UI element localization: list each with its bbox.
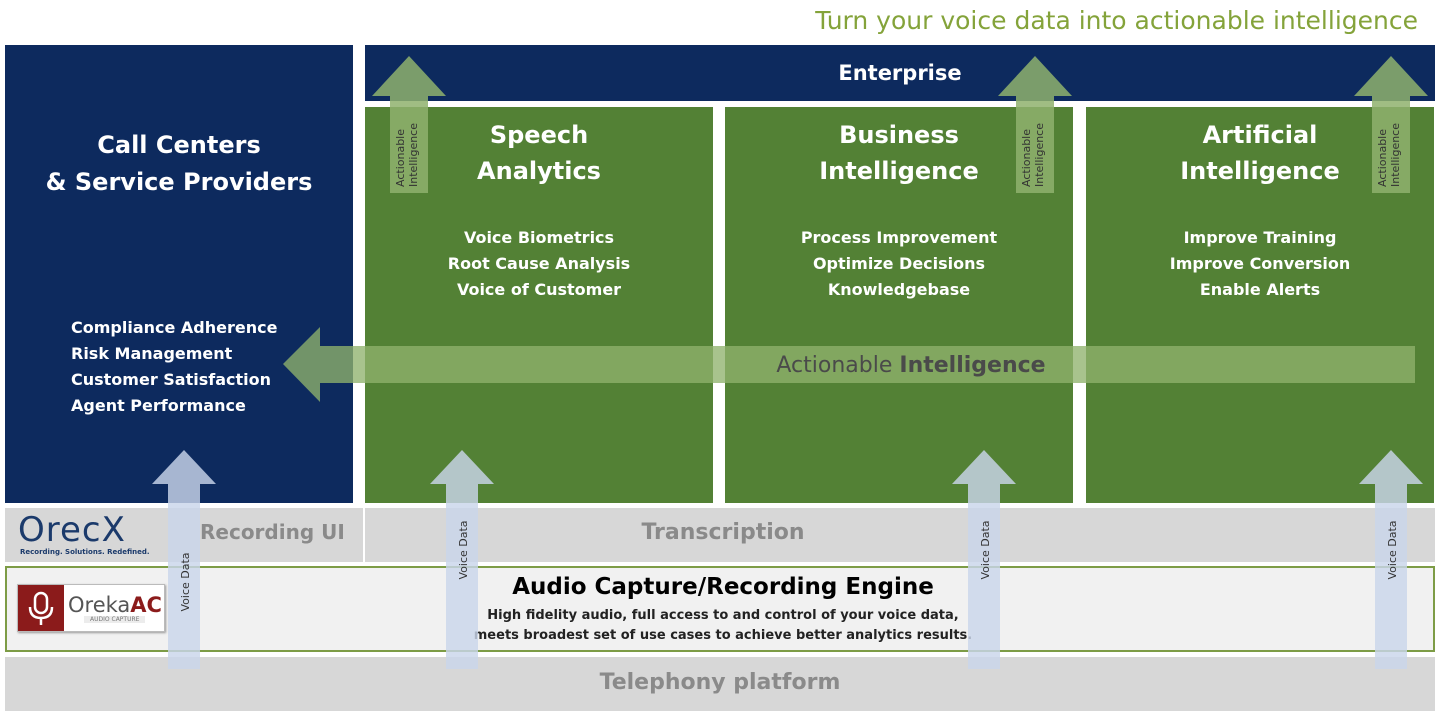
audio-engine-panel (5, 566, 1435, 652)
list-item: Customer Satisfaction (71, 370, 272, 389)
transcription-label: Transcription (641, 520, 805, 545)
up-arrow-label-line1: Actionable (394, 129, 407, 187)
actionable-intelligence-normal: Actionable (776, 353, 899, 378)
voice-data-label: Voice Data (457, 520, 470, 579)
column-title-line2: Intelligence (1180, 157, 1340, 185)
list-item: Voice of Customer (456, 280, 622, 299)
orecx-logo-word: OrecX (18, 510, 126, 550)
call-centers-title-line1: Call Centers (97, 131, 261, 159)
column-items: Voice Biometrics Root Cause Analysis Voi… (365, 225, 713, 303)
column-title: Speech Analytics (365, 117, 713, 189)
up-arrow-actionable-3: Actionable Intelligence (1354, 56, 1428, 193)
up-arrow-label-line2: Intelligence (1033, 123, 1046, 187)
up-arrow-actionable-2: Actionable Intelligence (998, 56, 1072, 193)
column-title-line2: Intelligence (819, 157, 979, 185)
column-title: Artificial Intelligence (1086, 117, 1434, 189)
up-arrow-label-line1: Actionable (1376, 129, 1389, 187)
list-item: Compliance Adherence (71, 318, 278, 337)
oreka-logo-word-b: AC (130, 593, 162, 617)
up-arrow-voice-data-3: Voice Data (952, 450, 1016, 669)
audio-engine-description: High fidelity audio, full access to and … (365, 606, 1081, 646)
up-arrow-label-line2: Intelligence (407, 123, 420, 187)
oreka-logo-word-a: Oreka (68, 593, 131, 617)
list-item: Risk Management (71, 344, 233, 363)
list-item: Enable Alerts (1199, 280, 1321, 299)
orecx-logo-tagline: Recording. Solutions. Redefined. (20, 548, 150, 556)
oreka-logo-word: OrekaAC (68, 593, 162, 617)
call-centers-panel: Call Centers & Service Providers Complia… (5, 45, 353, 503)
list-item: Improve Conversion (1169, 254, 1351, 273)
actionable-intelligence-arrow: Actionable Intelligence (283, 327, 1415, 402)
tagline: Turn your voice data into actionable int… (815, 6, 1418, 35)
column-items: Process Improvement Optimize Decisions K… (725, 225, 1073, 303)
call-centers-title: Call Centers & Service Providers (5, 127, 353, 201)
up-arrow-voice-data-1: Voice Data (152, 450, 216, 669)
list-item: Knowledgebase (827, 280, 971, 299)
list-item: Process Improvement (800, 228, 998, 247)
transcription-bar (365, 508, 1435, 562)
up-arrow-label-line1: Actionable (1020, 129, 1033, 187)
enterprise-banner: Enterprise (365, 45, 1435, 101)
business-intelligence-panel: Business Intelligence Process Improvemen… (725, 107, 1073, 503)
list-item: Agent Performance (71, 396, 246, 415)
actionable-intelligence-bold: Intelligence (899, 353, 1045, 378)
column-title: Business Intelligence (725, 117, 1073, 189)
up-arrow-voice-data-2: Voice Data (430, 450, 494, 669)
list-item: Optimize Decisions (812, 254, 986, 273)
telephony-bar (5, 657, 1435, 711)
column-items: Improve Training Improve Conversion Enab… (1086, 225, 1434, 303)
audio-engine-title: Audio Capture/Recording Engine (512, 574, 934, 600)
telephony-label: Telephony platform (599, 670, 841, 695)
list-item: Voice Biometrics (463, 228, 615, 247)
microphone-icon (18, 585, 64, 631)
column-title-line1: Business (839, 121, 959, 149)
column-title-line2: Analytics (477, 157, 601, 185)
orecx-logo: OrecX Recording. Solutions. Redefined. (18, 510, 168, 560)
call-centers-list: Compliance Adherence Risk Management Cus… (71, 315, 277, 419)
actionable-intelligence-label: Actionable Intelligence (776, 353, 1045, 378)
column-title-line1: Artificial (1202, 121, 1318, 149)
voice-data-label: Voice Data (179, 552, 192, 611)
voice-data-label: Voice Data (1386, 520, 1399, 579)
audio-engine-desc-line2: meets broadest set of use cases to achie… (473, 628, 973, 643)
up-arrow-label-line2: Intelligence (1389, 123, 1402, 187)
recording-ui-label: Recording UI (200, 520, 345, 544)
voice-data-label: Voice Data (979, 520, 992, 579)
audio-engine-desc-line1: High fidelity audio, full access to and … (487, 608, 959, 623)
call-centers-title-line2: & Service Providers (45, 168, 313, 196)
up-arrow-voice-data-4: Voice Data (1359, 450, 1423, 669)
up-arrow-actionable-1: Actionable Intelligence (372, 56, 446, 193)
list-item: Improve Training (1183, 228, 1337, 247)
oreka-logo-subtitle: AUDIO CAPTURE (84, 616, 146, 623)
oreka-logo: OrekaAC AUDIO CAPTURE (17, 584, 165, 632)
list-item: Root Cause Analysis (447, 254, 631, 273)
column-title-line1: Speech (489, 121, 589, 149)
